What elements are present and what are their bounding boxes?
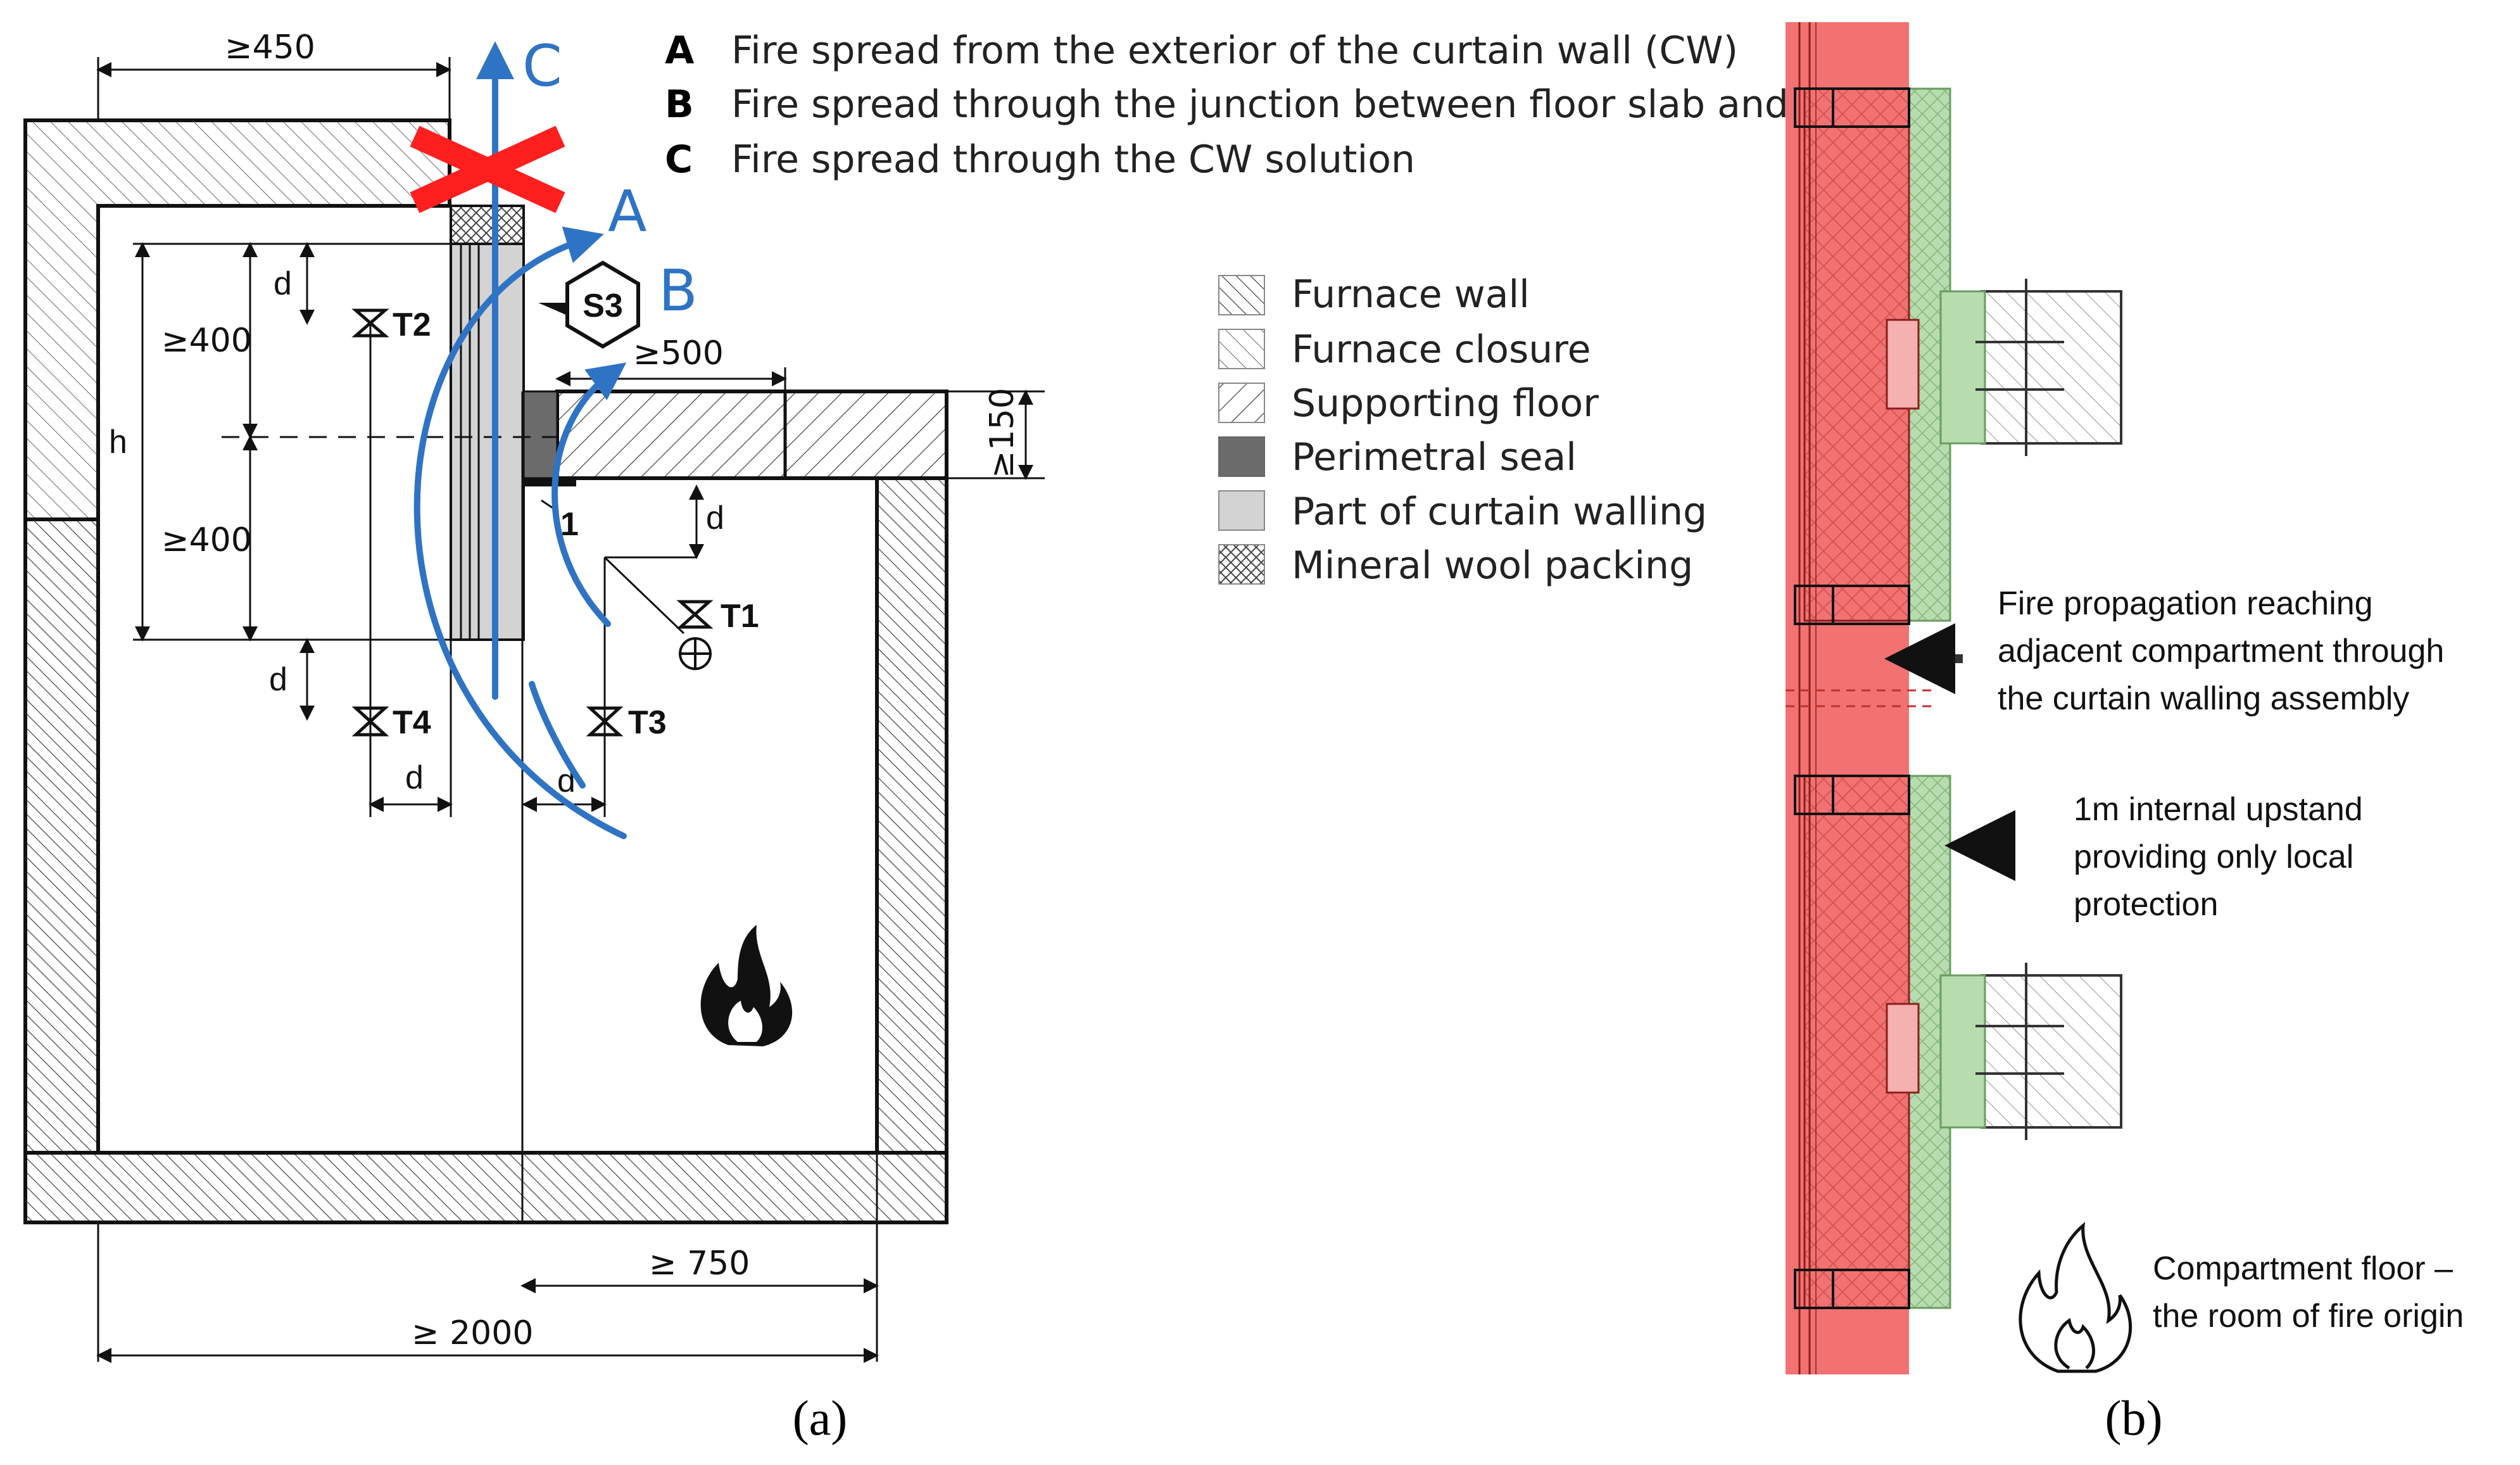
supporting-floor <box>555 390 948 480</box>
dim-slab-thickness: ≥150 <box>983 388 1021 478</box>
dim-d-bottom: d <box>269 661 287 698</box>
legend-swatch-furnace-closure <box>1218 329 1265 369</box>
fire-icon <box>700 925 793 1046</box>
seal-number: 1 <box>560 506 579 543</box>
legend-swatch-supporting-floor <box>1218 383 1265 423</box>
legend-swatch-curtain-walling <box>1218 490 1265 531</box>
fire-outline-icon <box>2019 1222 2133 1373</box>
route-b-arrow <box>551 362 627 627</box>
svg-text:S3: S3 <box>583 288 623 324</box>
thermocouple-t4: T4 <box>351 704 431 741</box>
thermocouple-icon <box>676 600 714 629</box>
route-legend-letter-a: A <box>665 29 695 73</box>
curtain-wall-specimen <box>450 205 576 641</box>
legend-swatch-furnace-wall <box>1218 275 1265 315</box>
floor-slabs <box>1886 279 2122 1140</box>
dim-top-width: ≥450 <box>225 29 315 67</box>
svg-text:protection: protection <box>2074 886 2218 923</box>
slab-upper <box>1981 290 2122 445</box>
dim-floor-width: ≥500 <box>633 334 724 372</box>
hexagon-icon <box>565 260 640 349</box>
dimensions <box>96 57 1045 1363</box>
legend-swatch-mineral-wool <box>1218 544 1265 585</box>
legend-label-furnace-wall: Furnace wall <box>1292 272 1530 317</box>
mineral-wool-packing <box>450 205 525 245</box>
furnace-left-wall <box>23 517 100 1155</box>
route-legend-text-c: Fire spread through the CW solution <box>731 137 1415 182</box>
svg-text:providing only local: providing only local <box>2074 839 2353 875</box>
thermocouple-t3: T3 <box>586 704 667 741</box>
route-legend-letter-c: C <box>665 137 693 182</box>
legend-label-curtain-walling: Part of curtain walling <box>1292 490 1707 534</box>
dim-d-right: d <box>706 500 724 536</box>
route-label-b: B <box>658 258 698 324</box>
transoms <box>1794 87 1910 1309</box>
thermocouple-t1: T1 <box>603 556 759 670</box>
curtain-wall-panel <box>450 243 525 641</box>
floor-slab <box>555 390 948 480</box>
legend-label-furnace-closure: Furnace closure <box>1292 327 1591 372</box>
sensor-s3: S3 <box>538 260 640 349</box>
legend-label-supporting-floor: Supporting floor <box>1292 381 1599 426</box>
svg-text:the room of fire origin: the room of fire origin <box>2153 1298 2464 1335</box>
dim-upper-height: ≥400 <box>161 322 252 360</box>
annotation-compartment-floor: Compartment floor – the room of fire ori… <box>2153 1250 2464 1335</box>
dim-d-left: d <box>405 759 424 796</box>
svg-text:adjacent compartment through: adjacent compartment through <box>1998 633 2444 669</box>
furnace-bottom-wall <box>23 1151 948 1224</box>
route-legend-letter-b: B <box>665 82 694 127</box>
caption-a: (a) <box>793 1390 848 1445</box>
svg-text:T2: T2 <box>393 307 431 343</box>
svg-text:T3: T3 <box>628 704 667 741</box>
annotation-arrows <box>1884 623 2015 881</box>
thermocouple-icon <box>351 706 389 737</box>
thermocouple-t2: T2 <box>351 307 431 343</box>
annotation-fire-propagation: Fire propagation reaching adjacent compa… <box>1998 585 2444 717</box>
route-label-c: C <box>522 33 562 99</box>
route-legend: A Fire spread from the exterior of the c… <box>665 29 1865 182</box>
furnace-right-wall <box>875 476 948 1155</box>
route-label-a: A <box>608 179 647 245</box>
route-legend-text-a: Fire spread from the exterior of the cur… <box>731 29 1738 73</box>
svg-text:Compartment floor –: Compartment floor – <box>2153 1250 2453 1287</box>
dim-lower-height: ≥400 <box>161 521 252 559</box>
material-legend: Furnace wall Furnace closure Supporting … <box>1218 272 1707 588</box>
furnace-top-wall <box>23 118 451 521</box>
dim-overall-width: ≥ 2000 <box>412 1314 533 1352</box>
svg-text:T1: T1 <box>721 598 759 635</box>
route-b-lower-arrow <box>529 681 586 789</box>
svg-text:Fire propagation reaching: Fire propagation reaching <box>1998 585 2373 622</box>
perimetral-seal <box>522 390 558 479</box>
annotation-upstand: 1m internal upstand providing only local… <box>2074 791 2363 923</box>
legend-label-perimetral-seal: Perimetral seal <box>1292 435 1577 479</box>
dim-h: h <box>109 424 127 460</box>
svg-text:T4: T4 <box>393 704 431 741</box>
svg-text:the curtain walling assembly: the curtain walling assembly <box>1998 680 2409 717</box>
route-a-arrow <box>413 226 627 839</box>
panel-a: ≥450 ≥500 ≥150 ≥400 ≥400 h d d d d d ≥ 7… <box>23 29 1865 1445</box>
dim-bottom-width: ≥ 750 <box>649 1245 750 1283</box>
panel-b: Fire propagation reaching adjacent compa… <box>1786 22 2464 1445</box>
thermocouple-icon <box>586 706 624 737</box>
caption-b: (b) <box>2105 1390 2163 1445</box>
legend-label-mineral-wool: Mineral wool packing <box>1292 543 1693 588</box>
thermocouple-icon <box>351 308 389 338</box>
furnace <box>23 118 948 1224</box>
legend-swatch-perimetral-seal <box>1218 436 1265 477</box>
blocked-x-icon <box>410 125 565 213</box>
slab-lower <box>1981 974 2122 1129</box>
route-legend-text-b: Fire spread through the junction between… <box>731 82 1865 127</box>
svg-text:1m internal upstand: 1m internal upstand <box>2074 791 2363 828</box>
dim-d-top: d <box>274 265 292 302</box>
